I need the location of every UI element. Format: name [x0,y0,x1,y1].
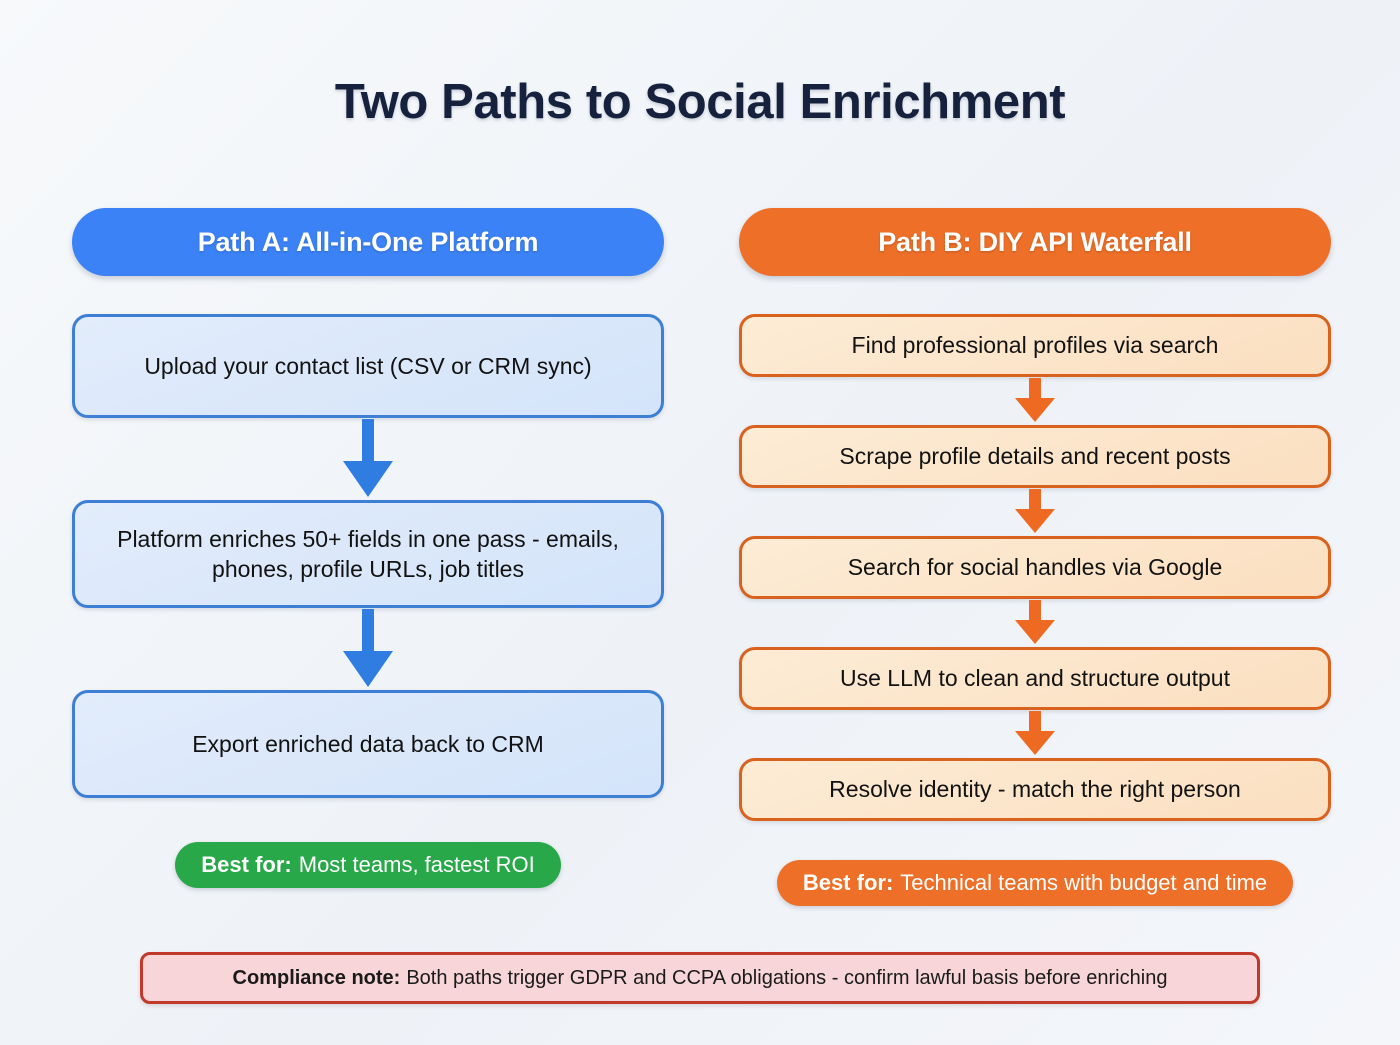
path-a-header: Path A: All-in-One Platform [72,208,664,276]
path-b-arrow-3 [739,599,1331,647]
path-a-step-3: Export enriched data back to CRM [72,690,664,798]
path-a-header-label: Path A: All-in-One Platform [197,226,539,257]
path-a-step-2-label: Platform enriches 50+ fields in one pass… [117,525,619,582]
compliance-note-text: Both paths trigger GDPR and CCPA obligat… [406,966,1168,989]
path-a-step-1-label: Upload your contact list (CSV or CRM syn… [144,352,592,379]
path-a-step-2: Platform enriches 50+ fields in one pass… [72,500,664,608]
path-b-step-4: Use LLM to clean and structure output [739,647,1331,710]
path-b-step-2-label: Scrape profile details and recent posts [839,443,1231,470]
path-b-step-5-label: Resolve identity - match the right perso… [829,776,1241,803]
path-b-step-5: Resolve identity - match the right perso… [739,758,1331,821]
path-b-header-label: Path B: DIY API Waterfall [878,226,1192,257]
path-a-arrow-1 [72,418,664,500]
path-b-bestfor-badge: Best for: Technical teams with budget an… [776,860,1294,906]
path-a-bestfor-lead: Best for: [201,852,292,877]
path-b-step-4-label: Use LLM to clean and structure output [840,665,1230,692]
path-b-arrow-1 [739,377,1331,425]
path-a-bestfor-text: Most teams, fastest ROI [298,852,535,877]
compliance-note-lead: Compliance note: [232,966,401,989]
path-a-column: Path A: All-in-One Platform Upload your … [72,208,664,888]
path-b-arrow-2 [739,488,1331,536]
compliance-note: Compliance note: Both paths trigger GDPR… [140,952,1260,1004]
path-b-bestfor-wrap: Best for: Technical teams with budget an… [739,860,1331,906]
path-a-bestfor-badge: Best for: Most teams, fastest ROI [175,842,561,888]
path-b-step-1: Find professional profiles via search [739,314,1331,377]
path-b-arrow-4 [739,710,1331,758]
path-b-bestfor-lead: Best for: [802,870,894,895]
path-b-column: Path B: DIY API Waterfall Find professio… [739,208,1331,906]
path-b-step-3-label: Search for social handles via Google [847,554,1223,581]
path-a-step-3-label: Export enriched data back to CRM [192,730,544,757]
path-a-bestfor-wrap: Best for: Most teams, fastest ROI [72,842,664,888]
path-b-header: Path B: DIY API Waterfall [739,208,1331,276]
path-b-step-3: Search for social handles via Google [739,536,1331,599]
path-b-step-2: Scrape profile details and recent posts [739,425,1331,488]
path-a-arrow-2 [72,608,664,690]
path-b-bestfor-text: Technical teams with budget and time [900,870,1268,895]
path-b-step-1-label: Find professional profiles via search [851,332,1219,359]
page-title: Two Paths to Social Enrichment [334,75,1066,129]
path-a-step-1: Upload your contact list (CSV or CRM syn… [72,314,664,418]
